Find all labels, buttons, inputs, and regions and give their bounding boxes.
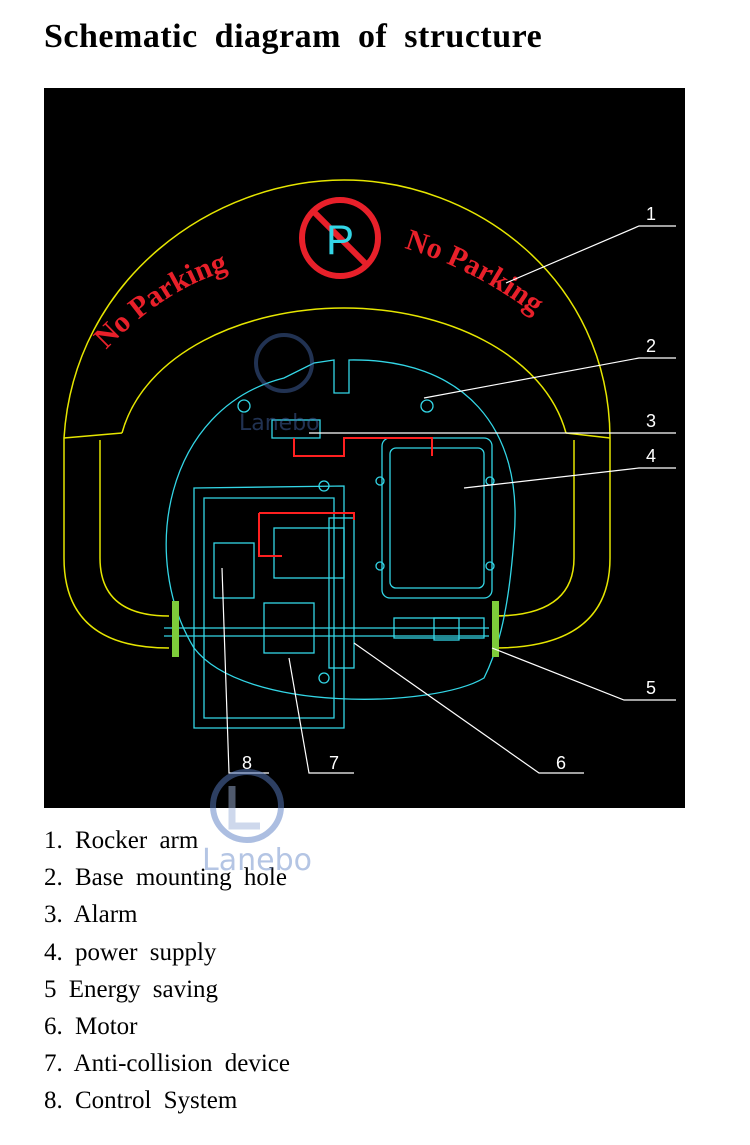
- callout-2: 2: [646, 336, 656, 356]
- base-housing: [164, 359, 516, 729]
- legend-item: 8. Control System: [44, 1087, 238, 1115]
- callout-6: 6: [556, 753, 566, 773]
- legend-item: 2. Base mounting hole: [44, 864, 287, 892]
- callout-7: 7: [329, 753, 339, 773]
- legend-item: 4. power supply: [44, 938, 217, 966]
- brand-watermark-text: Lanebo: [202, 843, 312, 878]
- legend-item: 7. Anti-collision device: [44, 1050, 290, 1078]
- brand-logo-icon: [210, 769, 284, 843]
- callout-8: 8: [242, 753, 252, 773]
- legend-list: 1. Rocker arm 2. Base mounting hole 3. A…: [44, 822, 290, 1120]
- legend-item: 1. Rocker arm: [44, 827, 199, 854]
- no-parking-symbol: P: [326, 216, 354, 263]
- callout-3: 3: [646, 411, 656, 431]
- base-feet: [172, 601, 499, 657]
- callout-1: 1: [646, 204, 656, 224]
- no-parking-text-right: No Parking: [402, 223, 550, 320]
- no-parking-sign: P: [299, 197, 381, 279]
- page-title: Schematic diagram of structure: [44, 18, 543, 55]
- diagram-watermark: Lanebo: [239, 333, 320, 436]
- leader-lines: [221, 225, 676, 774]
- legend-item: 3. Alarm: [44, 901, 138, 929]
- wiring: [258, 437, 433, 557]
- callout-5: 5: [646, 678, 656, 698]
- legend-item: 6. Motor: [44, 1012, 138, 1040]
- callout-4: 4: [646, 446, 656, 466]
- diagram-watermark-text: Lanebo: [239, 411, 320, 436]
- structure-diagram: P No Parking No Parking: [44, 88, 685, 808]
- rocker-arm: [63, 179, 611, 649]
- legend-item: 5 Energy saving: [44, 975, 219, 1003]
- brand-watermark: Lanebo: [202, 768, 322, 878]
- svg-text:No Parking: No Parking: [402, 223, 550, 320]
